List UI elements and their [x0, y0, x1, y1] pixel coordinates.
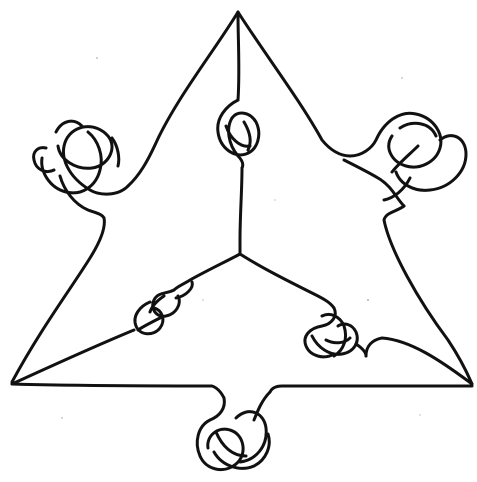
edge-left-right-right — [270, 386, 472, 392]
spoke-center-right-outer — [366, 338, 472, 384]
knot-top-left-edge — [34, 121, 128, 218]
edge-top-right-lower — [384, 206, 472, 384]
knot-bottom-edge — [197, 392, 270, 470]
graph-ink — [12, 12, 472, 470]
knot-center-top-spoke — [218, 100, 259, 168]
spoke-center-top-upper — [238, 14, 239, 100]
knot-top-right-edge — [344, 113, 466, 206]
edge-top-right-upper — [238, 12, 350, 156]
edge-left-right-left — [12, 384, 224, 398]
spoke-center-right-inner — [240, 254, 334, 308]
edge-top-left-lower — [12, 218, 104, 382]
knot-center-right-spoke — [305, 308, 366, 357]
spoke-center-left-outer — [12, 330, 134, 384]
edge-top-left-upper — [128, 12, 238, 186]
spoke-center-top-lower — [240, 168, 242, 254]
spoke-center-left-inner — [174, 254, 240, 290]
knot-center-left-spoke — [135, 282, 192, 334]
